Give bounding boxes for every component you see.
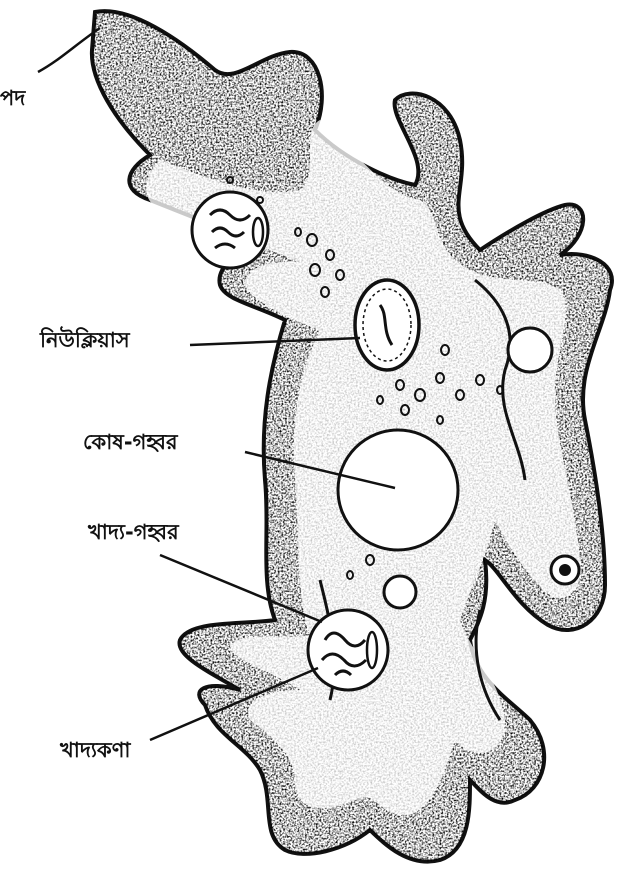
nucleus	[355, 280, 419, 370]
label-pseudopod: পদ	[0, 88, 25, 109]
label-contractile-vacuole: কোষ-গহ্বর	[83, 432, 178, 453]
small-vacuole-right	[508, 328, 552, 372]
label-food-vacuole: খাদ্য-গহ্বর	[88, 522, 179, 543]
label-nucleus: নিউক্লিয়াস	[40, 330, 130, 351]
label-food-particle: খাদ্যকণা	[60, 740, 130, 761]
dark-granule	[551, 556, 579, 584]
contractile-vacuole	[338, 430, 458, 550]
small-vacuole-center	[384, 576, 416, 608]
food-vacuole-upper	[192, 192, 268, 268]
